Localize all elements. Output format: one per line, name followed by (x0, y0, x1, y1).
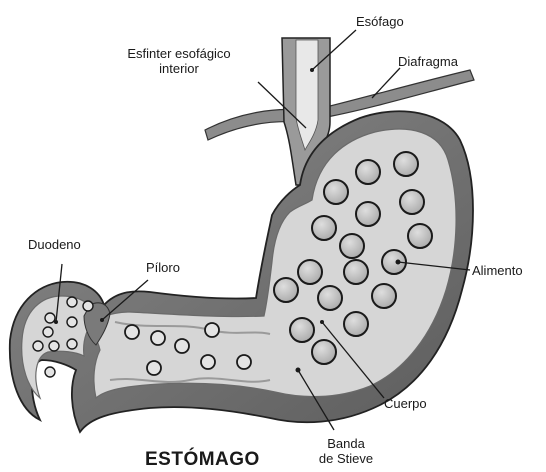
food-particle (312, 216, 336, 240)
food-particle-small (67, 297, 77, 307)
label-banda-stieve: Banda de Stieve (312, 436, 380, 466)
food-particle (394, 152, 418, 176)
diagram-title: ESTÓMAGO (145, 449, 260, 471)
food-particle (312, 340, 336, 364)
label-esfinter: Esfinter esofágico interior (114, 46, 244, 76)
food-particle-small (67, 317, 77, 327)
pointer-dot (54, 320, 58, 324)
food-particle-small (45, 367, 55, 377)
food-particle (344, 260, 368, 284)
label-esofago: Esófago (356, 14, 404, 29)
food-particle-small (33, 341, 43, 351)
food-particle-small (45, 313, 55, 323)
pointer-dot (310, 68, 314, 72)
label-diafragma: Diafragma (398, 54, 458, 69)
food-particle (340, 234, 364, 258)
food-particle-small (67, 339, 77, 349)
food-particle-small (205, 323, 219, 337)
label-duodeno: Duodeno (28, 237, 81, 252)
label-banda-line1: Banda (312, 436, 380, 451)
food-particle (318, 286, 342, 310)
food-particle (324, 180, 348, 204)
label-esfinter-line1: Esfinter esofágico (114, 46, 244, 61)
food-particle (356, 160, 380, 184)
label-banda-line2: de Stieve (312, 451, 380, 466)
food-particle (408, 224, 432, 248)
food-particle-small (43, 327, 53, 337)
food-particle-small (147, 361, 161, 375)
food-particle-small (151, 331, 165, 345)
pointer-dot (296, 368, 301, 373)
label-cuerpo: Cuerpo (384, 396, 427, 411)
food-particle (290, 318, 314, 342)
food-particle (274, 278, 298, 302)
pointer-dot (396, 260, 401, 265)
label-piloro: Píloro (146, 260, 180, 275)
label-alimento: Alimento (472, 263, 523, 278)
food-particle-small (201, 355, 215, 369)
food-particle (400, 190, 424, 214)
food-particle (344, 312, 368, 336)
food-particle-small (49, 341, 59, 351)
food-particle (372, 284, 396, 308)
label-esfinter-line2: interior (114, 61, 244, 76)
food-particle (298, 260, 322, 284)
food-particle (356, 202, 380, 226)
food-particle-small (125, 325, 139, 339)
food-particle-small (175, 339, 189, 353)
food-particle-small (83, 301, 93, 311)
pointer-dot (320, 320, 324, 324)
pointer-dot (100, 318, 104, 322)
food-particle-small (237, 355, 251, 369)
